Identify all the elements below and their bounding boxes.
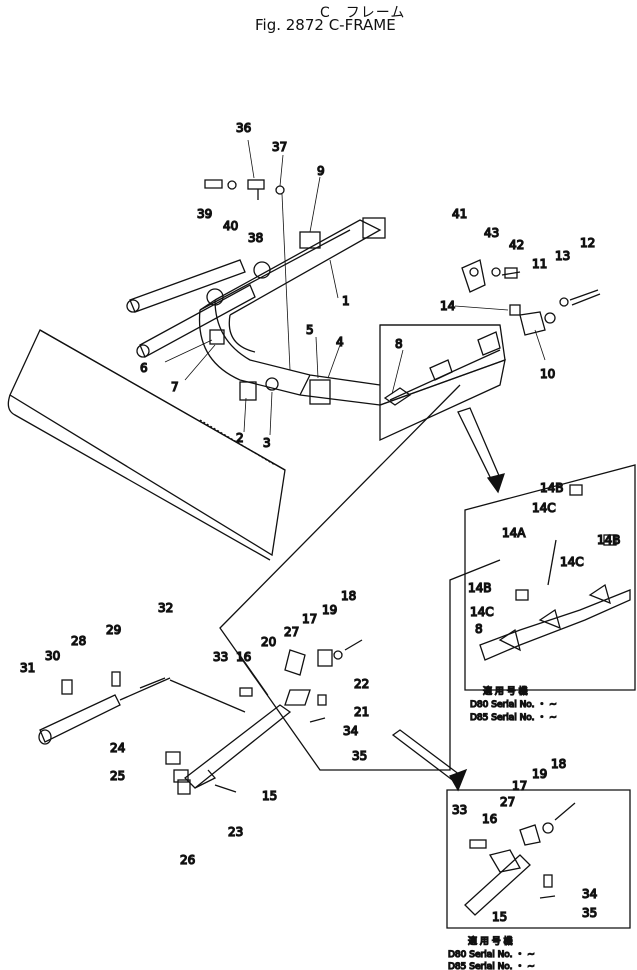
callout-labels: 36 37 9 39 40 38 1 41 43 42 12 13 11 14 … bbox=[19, 120, 621, 970]
label-34: 34 bbox=[343, 724, 358, 738]
label-8: 8 bbox=[395, 337, 403, 351]
label-30: 30 bbox=[45, 649, 60, 663]
title-japanese: C フレーム bbox=[320, 5, 406, 21]
label-8-inset: 8 bbox=[475, 622, 483, 636]
right-hardware bbox=[461, 259, 601, 336]
label-31: 31 bbox=[20, 661, 35, 675]
label-14c-3: 14C bbox=[470, 605, 494, 619]
label-20: 20 bbox=[261, 635, 276, 649]
label-35-inset: 35 bbox=[582, 906, 597, 920]
label-42: 42 bbox=[509, 238, 524, 252]
brace bbox=[38, 671, 292, 795]
label-14b-1: 14B bbox=[540, 481, 564, 495]
label-27-inset: 27 bbox=[500, 795, 515, 809]
inset-detail-15 bbox=[446, 789, 631, 929]
label-5: 5 bbox=[306, 323, 314, 337]
label-38: 38 bbox=[248, 231, 263, 245]
zoom-arrow-2 bbox=[391, 729, 468, 792]
label-33-inset: 33 bbox=[452, 803, 467, 817]
label-40: 40 bbox=[223, 219, 238, 233]
applicable-1: 適 用 号 機 bbox=[483, 685, 528, 697]
applicable-2: 適 用 号 機 bbox=[468, 935, 513, 947]
serial-d80-2: D80 Serial No. ・ ~ bbox=[448, 950, 535, 960]
zoom-arrow-1 bbox=[457, 407, 505, 494]
serial-d85-2: D85 Serial No. ・ ~ bbox=[448, 962, 535, 970]
serial-d80-1: D80 Serial No. ・ ~ bbox=[470, 700, 557, 710]
label-24: 24 bbox=[110, 741, 125, 755]
label-29: 29 bbox=[106, 623, 121, 637]
label-13: 13 bbox=[555, 249, 570, 263]
label-11: 11 bbox=[532, 257, 547, 271]
label-27: 27 bbox=[284, 625, 299, 639]
label-32: 32 bbox=[158, 601, 173, 615]
label-7: 7 bbox=[171, 380, 179, 394]
label-14: 14 bbox=[440, 299, 455, 313]
label-37: 37 bbox=[272, 140, 287, 154]
label-18-inset: 18 bbox=[551, 757, 566, 771]
label-17-inset: 17 bbox=[512, 779, 527, 793]
leader-lines bbox=[164, 139, 546, 696]
cylinders bbox=[126, 259, 271, 358]
label-16: 16 bbox=[236, 650, 251, 664]
label-9: 9 bbox=[317, 164, 325, 178]
label-41: 41 bbox=[452, 207, 467, 221]
label-14b-3: 14B bbox=[468, 581, 492, 595]
label-14b-2: 14B bbox=[597, 533, 621, 547]
label-26: 26 bbox=[180, 853, 195, 867]
label-14c-1: 14C bbox=[532, 501, 556, 515]
label-6: 6 bbox=[140, 361, 148, 375]
c-frame bbox=[198, 219, 506, 442]
label-10: 10 bbox=[540, 367, 555, 381]
label-39: 39 bbox=[197, 207, 212, 221]
label-15-inset: 15 bbox=[492, 910, 507, 924]
label-16-inset: 16 bbox=[482, 812, 497, 826]
label-2: 2 bbox=[236, 431, 244, 445]
top-hardware bbox=[204, 179, 291, 371]
label-4: 4 bbox=[336, 335, 344, 349]
label-34-inset: 34 bbox=[582, 887, 597, 901]
blade bbox=[7, 329, 286, 561]
label-23: 23 bbox=[228, 825, 243, 839]
figure-title: Fig. 2872 C-FRAME bbox=[255, 16, 396, 34]
label-17: 17 bbox=[302, 612, 317, 626]
serial-d85-1: D85 Serial No. ・ ~ bbox=[470, 713, 557, 723]
label-1: 1 bbox=[342, 294, 350, 308]
label-14a: 14A bbox=[502, 526, 526, 540]
label-22: 22 bbox=[354, 677, 369, 691]
label-25: 25 bbox=[110, 769, 125, 783]
label-12: 12 bbox=[580, 236, 595, 250]
detail-outline bbox=[219, 324, 501, 771]
label-36: 36 bbox=[236, 121, 251, 135]
label-14c-2: 14C bbox=[560, 555, 584, 569]
label-18: 18 bbox=[341, 589, 356, 603]
label-33: 33 bbox=[213, 650, 228, 664]
label-43: 43 bbox=[484, 226, 499, 240]
inset-detail-14 bbox=[464, 464, 636, 691]
label-21: 21 bbox=[354, 705, 369, 719]
brackets bbox=[209, 217, 501, 406]
label-15: 15 bbox=[262, 789, 277, 803]
label-35: 35 bbox=[352, 749, 367, 763]
label-28: 28 bbox=[71, 634, 86, 648]
label-19-inset: 19 bbox=[532, 767, 547, 781]
label-3: 3 bbox=[263, 436, 271, 450]
joint-detail bbox=[284, 639, 363, 723]
label-19: 19 bbox=[322, 603, 337, 617]
